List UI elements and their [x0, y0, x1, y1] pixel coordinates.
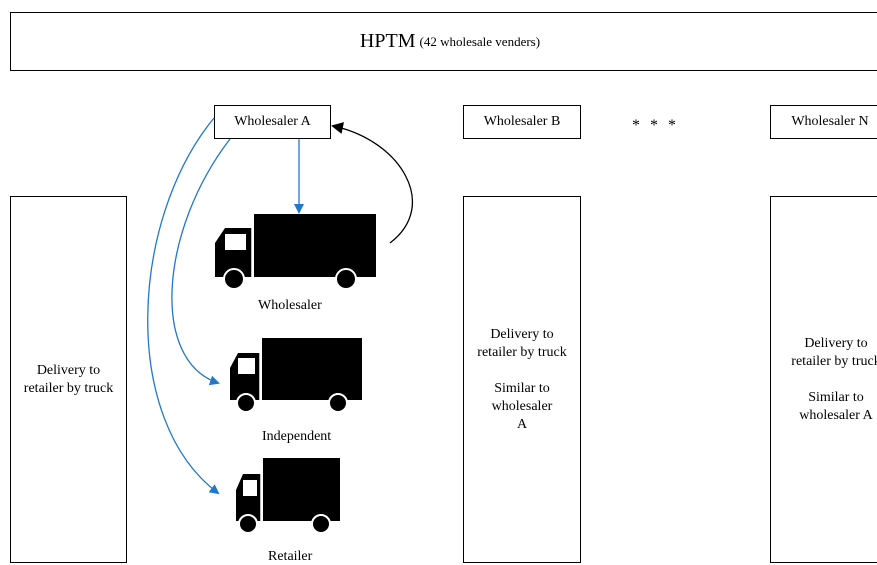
- hptm-subtitle: (42 wholesale venders): [419, 33, 541, 49]
- delivery-right-line4: wholesaler A: [799, 407, 873, 423]
- delivery-middle-line3: Similar to: [494, 380, 550, 396]
- delivery-column-left: Delivery to retailer by truck: [10, 196, 127, 563]
- delivery-column-right: Delivery to retailer by truck Similar to…: [770, 196, 877, 563]
- retailer-truck-icon: [236, 458, 340, 534]
- wholesaler-truck-icon: [215, 214, 376, 290]
- return-arrow: [331, 122, 413, 244]
- wholesaler-b-label: Wholesaler B: [483, 114, 561, 129]
- wholesaler-a-box: Wholesaler A: [214, 105, 331, 139]
- delivery-middle-line1: Delivery to: [490, 326, 554, 342]
- wholesaler-n-box: Wholesaler N: [770, 105, 877, 139]
- wholesaler-a-label: Wholesaler A: [234, 114, 311, 129]
- truck-label-retailer: Retailer: [268, 549, 313, 564]
- arrow-to-retailer-truck: [147, 117, 220, 495]
- truck-label-wholesaler: Wholesaler: [258, 298, 322, 313]
- delivery-right-line2: retailer by truck: [791, 353, 877, 369]
- delivery-middle-line2: retailer by truck: [477, 344, 567, 360]
- delivery-right-line1: Delivery to: [804, 335, 868, 351]
- delivery-middle-line4: wholesaler: [491, 398, 553, 414]
- delivery-column-middle: Delivery to retailer by truck Similar to…: [463, 196, 581, 563]
- ellipsis: * * *: [632, 117, 679, 134]
- hptm-title: HPTM: [359, 30, 416, 52]
- hptm-box: HPTM (42 wholesale venders): [10, 12, 877, 71]
- wholesaler-n-label: Wholesaler N: [791, 114, 869, 129]
- independent-truck-icon: [230, 338, 362, 413]
- delivery-middle-line5: A: [516, 416, 528, 432]
- delivery-left-line1: Delivery to: [36, 362, 101, 378]
- wholesaler-b-box: Wholesaler B: [463, 105, 581, 139]
- truck-label-independent: Independent: [262, 429, 332, 444]
- delivery-left-line2: retailer by truck: [23, 380, 114, 396]
- arrow-to-independent-truck: [171, 138, 231, 386]
- delivery-right-line3: Similar to: [808, 389, 864, 405]
